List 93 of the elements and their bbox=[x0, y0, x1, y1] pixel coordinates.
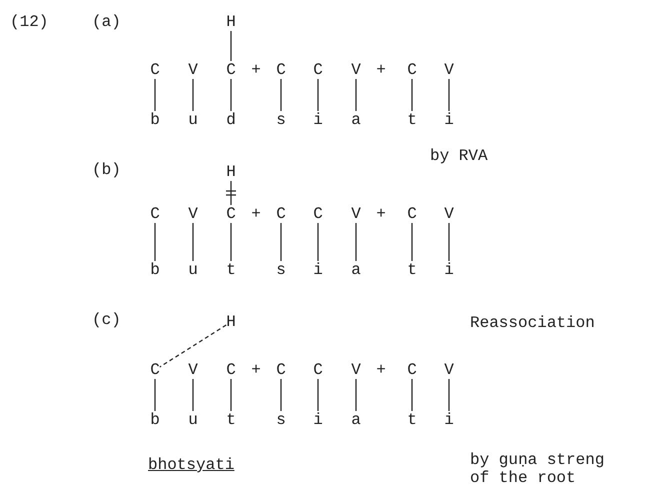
segment-symbol: s bbox=[276, 261, 286, 279]
segment-symbol: V bbox=[351, 61, 361, 79]
segment-symbol: V bbox=[351, 361, 361, 379]
segment-symbol: i bbox=[313, 111, 323, 129]
segment-symbol: H bbox=[226, 13, 236, 31]
panel-letter: (b) bbox=[92, 162, 121, 178]
segment-symbol: C bbox=[407, 361, 417, 379]
association-line bbox=[317, 379, 319, 411]
morpheme-boundary: + bbox=[251, 61, 261, 79]
association-line bbox=[448, 79, 450, 111]
rule-note: by RVA bbox=[430, 148, 488, 164]
association-line bbox=[230, 79, 232, 111]
example-number: (12) bbox=[10, 14, 48, 30]
segment-symbol: C bbox=[276, 61, 286, 79]
association-line bbox=[230, 379, 232, 411]
segment-symbol: i bbox=[444, 261, 454, 279]
morpheme-boundary: + bbox=[251, 361, 261, 379]
segment-symbol: V bbox=[444, 361, 454, 379]
segment-symbol: t bbox=[226, 261, 236, 279]
segment-symbol: i bbox=[444, 411, 454, 429]
panel-letter: (c) bbox=[92, 312, 121, 328]
association-line bbox=[280, 79, 282, 111]
segment-symbol: V bbox=[444, 61, 454, 79]
association-line bbox=[192, 223, 194, 261]
association-line bbox=[355, 79, 357, 111]
segment-symbol: V bbox=[188, 205, 198, 223]
delinked-association-line bbox=[226, 181, 236, 205]
segment-symbol: i bbox=[444, 111, 454, 129]
morpheme-boundary: + bbox=[251, 205, 261, 223]
segment-symbol: H bbox=[226, 163, 236, 181]
segment-symbol: C bbox=[313, 61, 323, 79]
rule-note: by guṇa streng bbox=[470, 452, 604, 468]
association-line bbox=[317, 223, 319, 261]
association-line bbox=[154, 223, 156, 261]
segment-symbol: C bbox=[150, 61, 160, 79]
segment-symbol: t bbox=[407, 261, 417, 279]
segment-symbol: V bbox=[444, 205, 454, 223]
association-line bbox=[411, 79, 413, 111]
segment-symbol: C bbox=[226, 205, 236, 223]
association-line bbox=[280, 223, 282, 261]
segment-symbol: C bbox=[226, 61, 236, 79]
segment-symbol: C bbox=[150, 361, 160, 379]
segment-symbol: d bbox=[226, 111, 236, 129]
segment-symbol: b bbox=[150, 111, 160, 129]
association-line bbox=[448, 379, 450, 411]
segment-symbol: C bbox=[313, 361, 323, 379]
segment-symbol: i bbox=[313, 261, 323, 279]
segment-symbol: V bbox=[188, 61, 198, 79]
segment-symbol: C bbox=[150, 205, 160, 223]
rule-note: Reassociation bbox=[470, 315, 595, 331]
segment-symbol: V bbox=[351, 205, 361, 223]
segment-symbol: b bbox=[150, 411, 160, 429]
morpheme-boundary: + bbox=[376, 61, 386, 79]
segment-symbol: s bbox=[276, 411, 286, 429]
association-line bbox=[192, 379, 194, 411]
segment-symbol: C bbox=[313, 205, 323, 223]
segment-symbol: a bbox=[351, 261, 361, 279]
result-word: bhotsyati bbox=[148, 457, 234, 473]
association-line bbox=[280, 379, 282, 411]
segment-symbol: C bbox=[407, 61, 417, 79]
segment-symbol: t bbox=[226, 411, 236, 429]
segment-symbol: V bbox=[188, 361, 198, 379]
segment-symbol: t bbox=[407, 111, 417, 129]
association-line bbox=[355, 223, 357, 261]
morpheme-boundary: + bbox=[376, 361, 386, 379]
segment-symbol: u bbox=[188, 411, 198, 429]
rule-note: of the root bbox=[470, 470, 576, 486]
segment-symbol: u bbox=[188, 111, 198, 129]
segment-symbol: s bbox=[276, 111, 286, 129]
dashed-association-line bbox=[159, 324, 227, 368]
association-line bbox=[411, 223, 413, 261]
segment-symbol: C bbox=[276, 205, 286, 223]
association-line bbox=[448, 223, 450, 261]
association-line bbox=[317, 79, 319, 111]
association-line bbox=[154, 79, 156, 111]
segment-symbol: C bbox=[276, 361, 286, 379]
association-line bbox=[192, 79, 194, 111]
segment-symbol: t bbox=[407, 411, 417, 429]
association-line bbox=[355, 379, 357, 411]
segment-symbol: H bbox=[226, 313, 236, 331]
association-line bbox=[230, 223, 232, 261]
segment-symbol: a bbox=[351, 411, 361, 429]
morpheme-boundary: + bbox=[376, 205, 386, 223]
segment-symbol: C bbox=[407, 205, 417, 223]
segment-symbol: i bbox=[313, 411, 323, 429]
association-line bbox=[411, 379, 413, 411]
association-line bbox=[154, 379, 156, 411]
segment-symbol: a bbox=[351, 111, 361, 129]
association-line bbox=[230, 31, 232, 61]
segment-symbol: C bbox=[226, 361, 236, 379]
segment-symbol: u bbox=[188, 261, 198, 279]
segment-symbol: b bbox=[150, 261, 160, 279]
panel-letter: (a) bbox=[92, 14, 121, 30]
